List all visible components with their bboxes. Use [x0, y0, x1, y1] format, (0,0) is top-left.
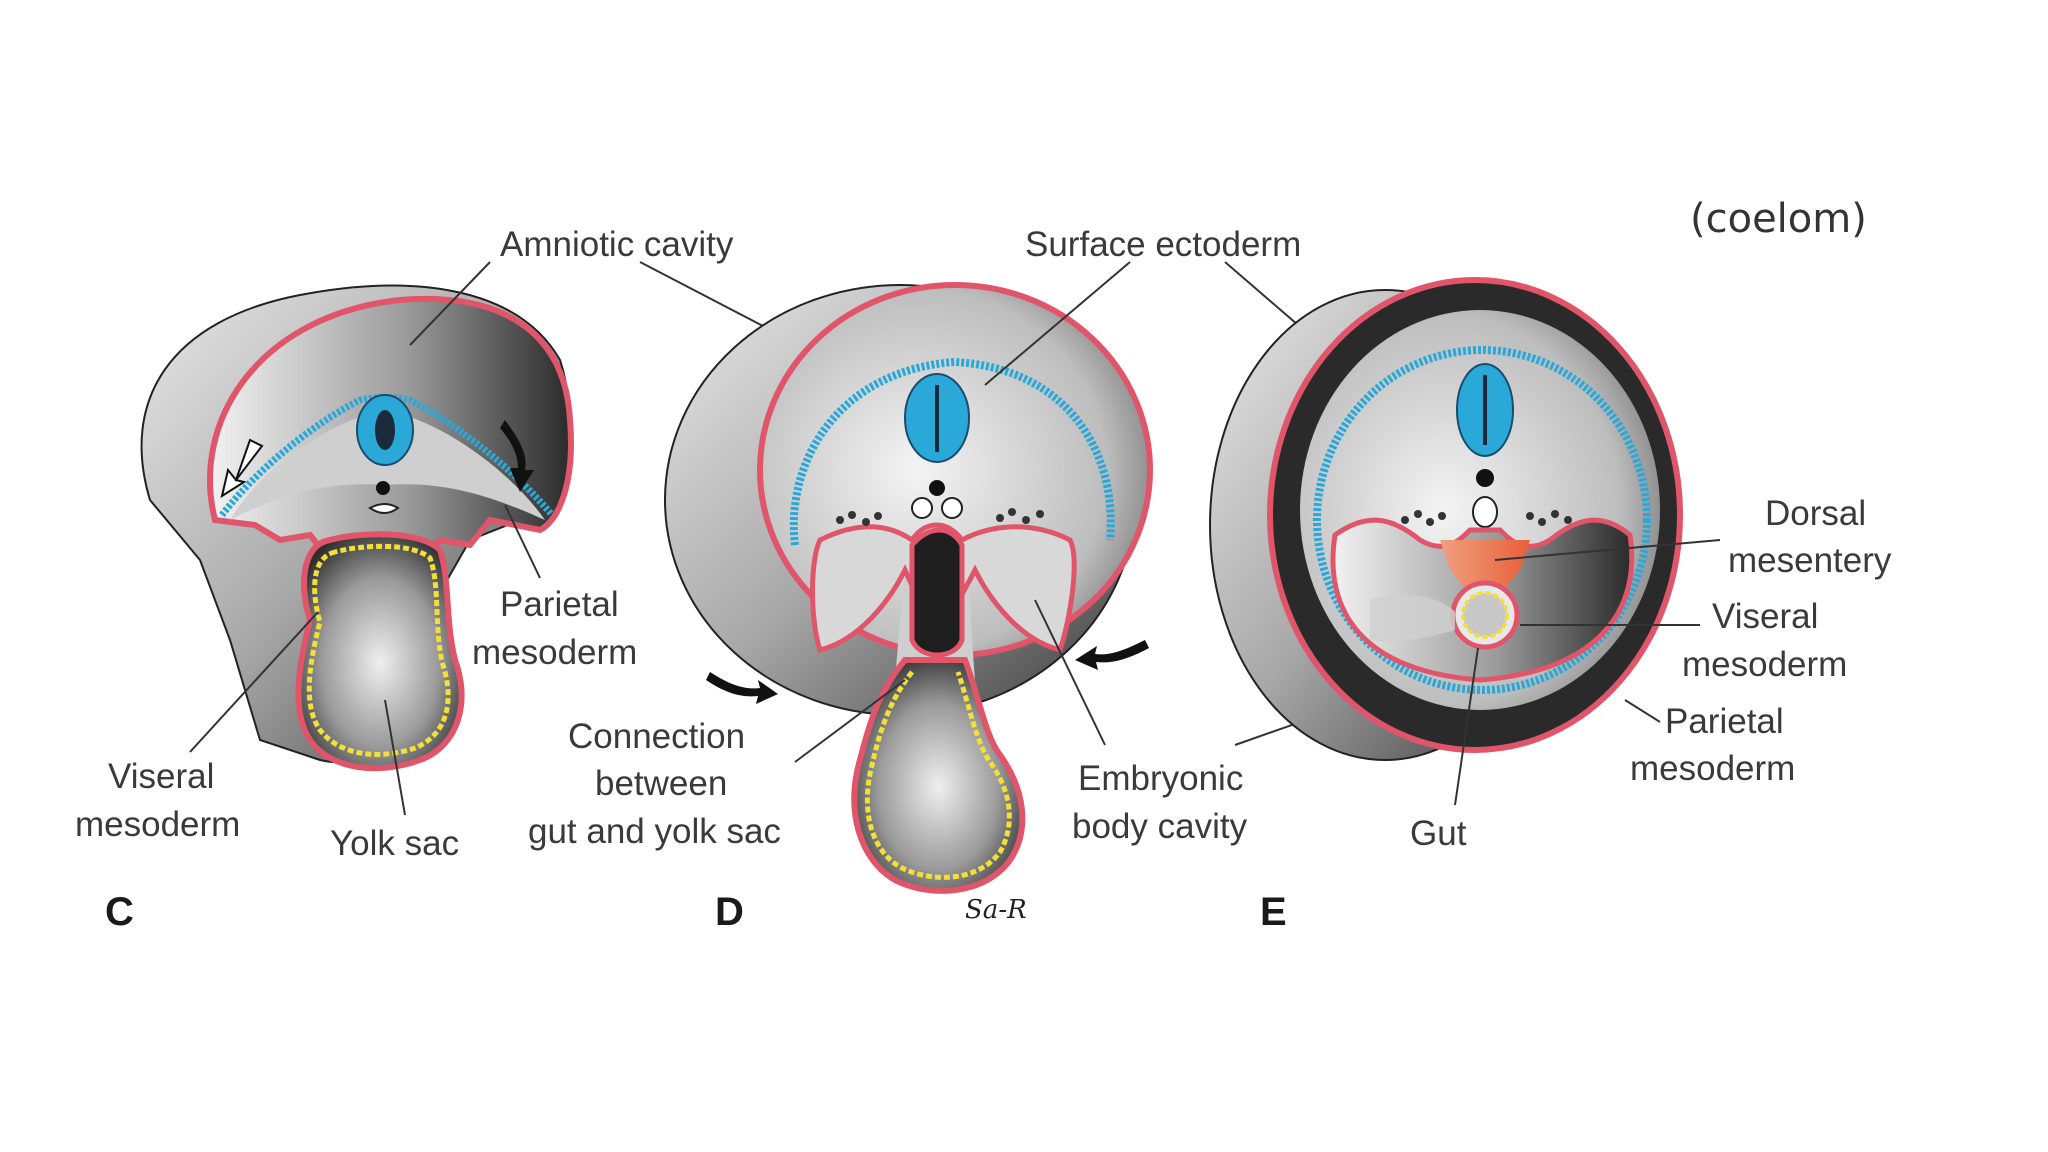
label-parietal-mesoderm-e-2: mesoderm	[1630, 749, 1795, 788]
label-connection-3: gut and yolk sac	[528, 812, 781, 851]
panel-d-figure	[664, 282, 1153, 894]
coelom-note: (coelom)	[1690, 196, 1867, 242]
label-connection-2: between	[595, 764, 727, 803]
label-yolk-sac: Yolk sac	[330, 824, 459, 863]
label-parietal-mesoderm-e-1: Parietal	[1665, 702, 1784, 741]
label-viseral-mesoderm-e-1: Viseral	[1712, 597, 1818, 636]
label-surface-ectoderm: Surface ectoderm	[1025, 225, 1301, 264]
label-dorsal-mesentery-1: Dorsal	[1765, 494, 1866, 533]
label-amniotic-cavity: Amniotic cavity	[500, 225, 734, 264]
label-parietal-mesoderm-c-1: Parietal	[500, 585, 619, 624]
label-embryonic-body-cavity-1: Embryonic	[1078, 759, 1243, 798]
panel-letter-e: E	[1260, 890, 1287, 934]
label-dorsal-mesentery-2: mesentery	[1728, 541, 1892, 580]
label-viseral-mesoderm-c-2: mesoderm	[75, 805, 240, 844]
panel-letter-c: C	[105, 890, 134, 934]
label-gut: Gut	[1410, 814, 1467, 853]
label-parietal-mesoderm-c-2: mesoderm	[472, 633, 637, 672]
label-connection-1: Connection	[568, 717, 745, 756]
label-viseral-mesoderm-e-2: mesoderm	[1682, 645, 1847, 684]
label-embryonic-body-cavity-2: body cavity	[1072, 807, 1248, 846]
artist-signature: Sa-R	[965, 895, 1027, 925]
panel-e-figure	[1209, 277, 1683, 761]
panel-c-figure	[140, 284, 574, 772]
label-viseral-mesoderm-c-1: Viseral	[108, 757, 214, 796]
panel-letter-d: D	[715, 890, 744, 934]
